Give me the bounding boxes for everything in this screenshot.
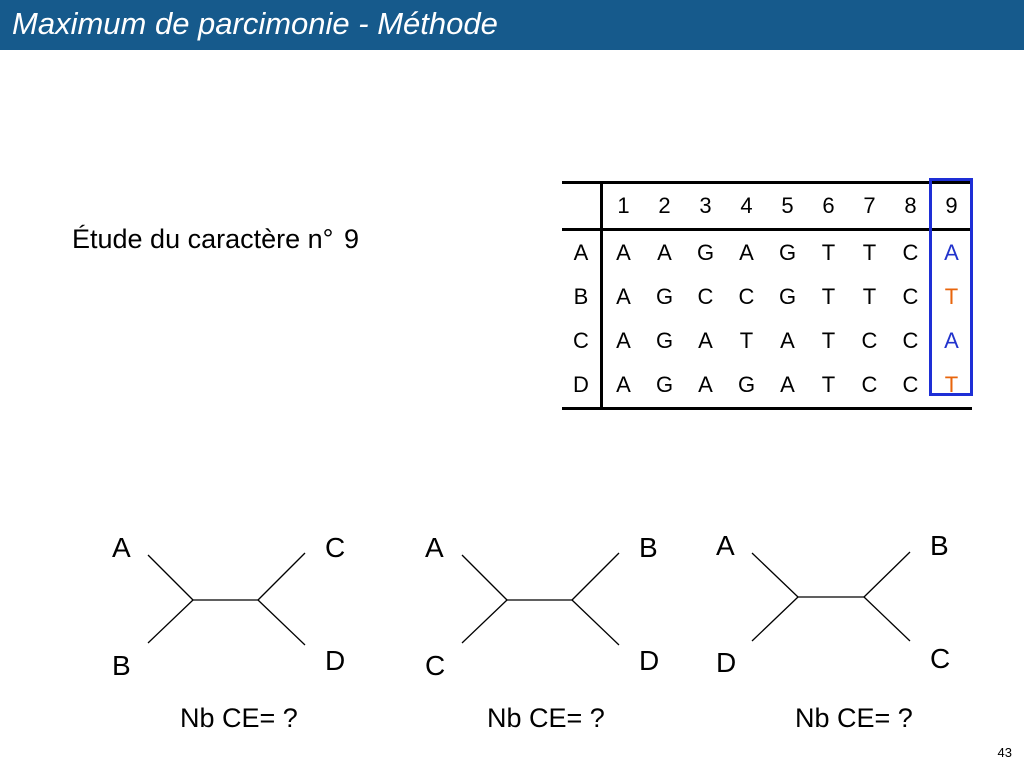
tree-3-leaf-bottom-left: D [716, 647, 737, 678]
highlight-cell: T [931, 363, 972, 410]
table-cell: T [808, 363, 849, 410]
tree-2 [461, 552, 620, 646]
row-label: C [562, 319, 603, 363]
tree-2-caption: Nb CE= ? [487, 703, 605, 733]
table-cell: T [821, 328, 836, 353]
table-cell: G [726, 363, 767, 410]
table-cell: G [644, 363, 685, 410]
tree-2-leaf-bottom-left: C [425, 650, 446, 681]
table-cell: C [738, 284, 755, 309]
tree-1-leaf-bottom-left: B [112, 650, 131, 681]
tree-branch [571, 552, 620, 601]
column-header: 9 [931, 181, 972, 231]
column-header: 5 [767, 181, 808, 231]
table-corner-cell [562, 181, 603, 231]
tree-3-caption: Nb CE= ? [795, 703, 913, 733]
column-header: 4 [726, 181, 767, 231]
tree-1-leaf-top-right: C [325, 532, 346, 563]
tree-3-leaf-top-left: A [716, 530, 735, 561]
table-cell: T [821, 284, 836, 309]
tree-1 [147, 552, 306, 646]
table-cell: A [739, 240, 754, 265]
column-header: 1 [601, 181, 644, 231]
tree-branch [571, 599, 620, 646]
tree-branch [461, 599, 508, 644]
table-cell: C [697, 284, 714, 309]
table-cell: C [890, 363, 931, 410]
table-cell: A [767, 363, 808, 410]
tree-2-leaf-top-left: A [425, 532, 444, 563]
column-header: 6 [808, 181, 849, 231]
table-row: D A G A G A T C C T [562, 363, 972, 410]
tree-branch [257, 552, 306, 601]
tree-branch [461, 554, 508, 601]
table-cell: C [849, 363, 890, 410]
character-study-label: Étude du caractère n° 9 [72, 224, 359, 255]
table-row: B A G C C G T T C T [562, 275, 972, 319]
table-cell: A [616, 284, 631, 309]
title-bar: Maximum de parcimonie - Méthode [0, 0, 1024, 50]
table-cell: C [902, 240, 919, 265]
tree-branch [147, 599, 194, 644]
table-row: A A A G A G T T C A [562, 229, 972, 275]
tree-branch [751, 596, 799, 642]
row-label: A [562, 229, 603, 275]
tree-2-leaf-bottom-right: D [639, 645, 660, 676]
sequence-table: 1 2 3 4 5 6 7 8 9 A A A G A G T T C A B … [562, 181, 972, 410]
table-cell: T [739, 328, 754, 353]
tree-branch [257, 599, 306, 646]
table-cell: A [698, 328, 713, 353]
tree-branch [147, 554, 194, 601]
row-label: B [562, 275, 603, 319]
tree-1-leaf-top-left: A [112, 532, 131, 563]
table-row: C A G A T A T C C A [562, 319, 972, 363]
page-number: 43 [997, 745, 1012, 760]
table-cell: C [902, 284, 919, 309]
tree-branch [863, 596, 911, 642]
table-cell: G [778, 240, 797, 265]
highlight-cell: A [944, 328, 959, 353]
table-cell: C [861, 328, 878, 353]
tree-branch [751, 552, 799, 598]
table-cell: A [601, 363, 644, 410]
column-header: 3 [685, 181, 726, 231]
table-cell: A [657, 240, 672, 265]
table-cell: G [778, 284, 797, 309]
tree-branch [863, 551, 911, 598]
highlight-cell: T [944, 284, 959, 309]
table-cell: G [655, 328, 674, 353]
highlight-cell: A [944, 240, 959, 265]
character-study-text: Étude du caractère n° [72, 224, 334, 254]
tree-3 [751, 551, 911, 642]
slide-title: Maximum de parcimonie - Méthode [12, 6, 498, 41]
table-cell: G [696, 240, 715, 265]
row-label: D [562, 363, 603, 410]
table-cell: T [862, 284, 877, 309]
column-header: 2 [644, 181, 685, 231]
tree-3-leaf-top-right: B [930, 530, 949, 561]
table-cell: A [685, 363, 726, 410]
table-cell: T [862, 240, 877, 265]
character-number: 9 [343, 224, 360, 254]
tree-1-leaf-bottom-right: D [325, 645, 346, 676]
tree-1-caption: Nb CE= ? [180, 703, 298, 733]
table-cell: T [821, 240, 836, 265]
table-cell: A [616, 328, 631, 353]
table-cell: A [616, 240, 631, 265]
table-cell: G [655, 284, 674, 309]
column-header: 7 [849, 181, 890, 231]
column-header: 8 [890, 181, 931, 231]
table-header-row: 1 2 3 4 5 6 7 8 9 [562, 181, 972, 231]
tree-3-leaf-bottom-right: C [930, 643, 951, 674]
table-cell: A [780, 328, 795, 353]
tree-2-leaf-top-right: B [639, 532, 658, 563]
table-cell: C [902, 328, 919, 353]
